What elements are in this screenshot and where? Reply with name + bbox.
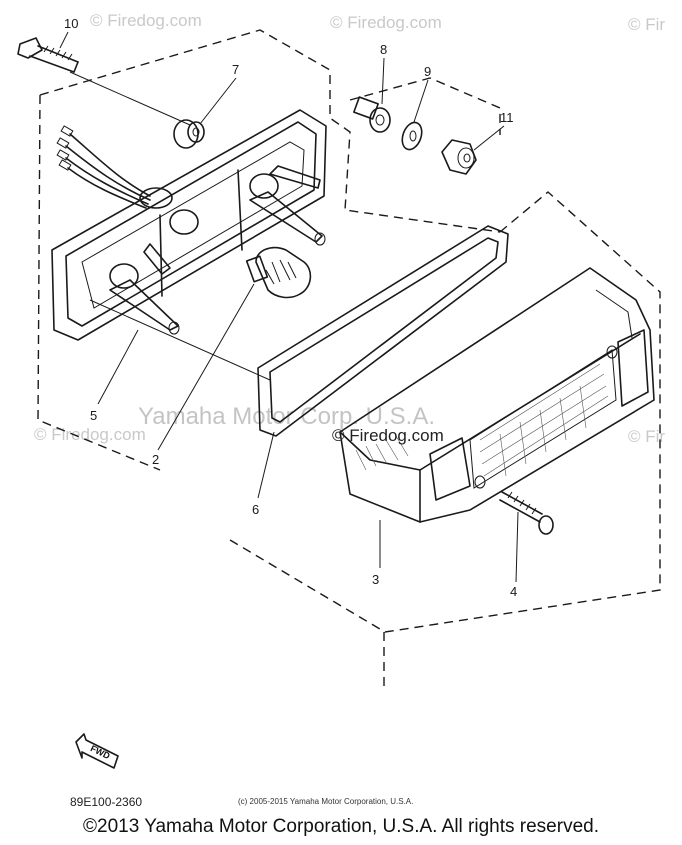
watermark-top-center: © Firedog.com (330, 13, 442, 32)
part-screw-4 (499, 491, 554, 535)
watermark-top-right: © Fir (628, 15, 665, 34)
boundary-housing (39, 29, 501, 233)
part-lens-3 (339, 267, 655, 523)
part-bulb-2 (245, 246, 312, 299)
callout-4: 4 (510, 584, 517, 599)
part-grommet-7 (173, 119, 205, 149)
leader-8 (381, 57, 385, 105)
leader-4 (515, 511, 519, 583)
boundary-hardware (349, 77, 501, 135)
leader-5 (97, 329, 139, 405)
bolt-leader (69, 71, 191, 126)
fwd-arrow-icon: FWD (75, 733, 119, 769)
callout-9: 9 (424, 64, 431, 79)
leader-10 (59, 31, 69, 49)
part-collar-8 (353, 96, 391, 133)
fwd-label: FWD (89, 743, 112, 761)
callout-10: 10 (64, 16, 78, 31)
leader-7 (199, 77, 237, 125)
watermark-middle-right: © Fir (628, 427, 665, 446)
watermark-top-left: © Firedog.com (90, 11, 202, 30)
callout-2: 2 (152, 452, 159, 467)
part-nut-11 (441, 139, 477, 175)
boundary-lens (229, 191, 661, 633)
boundary-housing-left (37, 94, 161, 471)
callout-3: 3 (372, 572, 379, 587)
diagram-code: 89E100-2360 (70, 795, 142, 809)
small-copyright: (c) 2005-2015 Yamaha Motor Corporation, … (238, 797, 413, 806)
footer-copyright: ©2013 Yamaha Motor Corporation, U.S.A. A… (83, 816, 599, 837)
leader-6 (257, 431, 275, 499)
callout-5: 5 (90, 408, 97, 423)
callout-6: 6 (252, 502, 259, 517)
leader-11 (473, 125, 505, 151)
assembly-leader (89, 299, 271, 381)
part-washer-9 (401, 121, 423, 151)
callout-8: 8 (380, 42, 387, 57)
part-bolt-10 (17, 37, 79, 73)
watermark-center: © Firedog.com (332, 426, 444, 445)
leader-9 (413, 79, 429, 123)
part-housing-5 (51, 109, 327, 341)
leader-2 (157, 283, 255, 451)
part-gasket-6 (257, 225, 509, 437)
callout-11: 11 (500, 110, 514, 125)
callout-7: 7 (232, 62, 239, 77)
